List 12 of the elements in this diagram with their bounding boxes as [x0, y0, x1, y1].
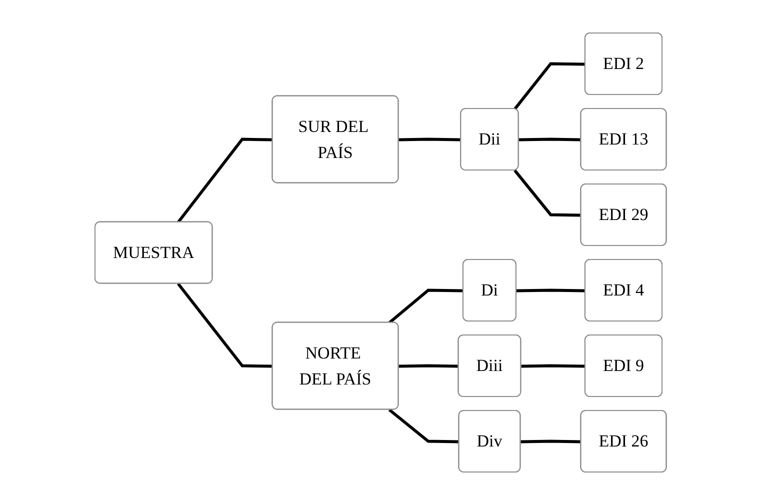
connector	[520, 439, 582, 443]
connector	[398, 137, 461, 141]
connector	[176, 282, 273, 368]
connector	[521, 364, 586, 368]
connector	[398, 364, 459, 368]
connector	[516, 288, 586, 292]
connector	[514, 62, 586, 110]
connector	[388, 288, 464, 324]
connector	[176, 137, 273, 223]
connector	[514, 168, 582, 216]
connector	[518, 137, 582, 141]
connector	[388, 408, 460, 443]
